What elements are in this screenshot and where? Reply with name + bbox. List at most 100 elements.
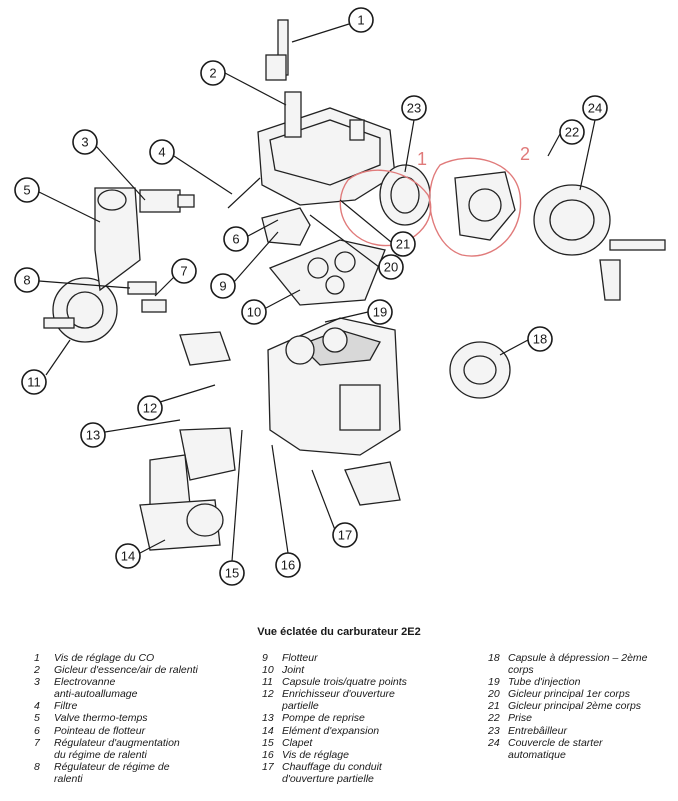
callout-number: 11 [27,375,41,390]
callout-number: 1 [357,13,364,28]
callout-11: 11 [21,369,47,395]
callout-2: 2 [200,60,226,86]
callout-16: 16 [275,552,301,578]
callout-circle [275,552,301,578]
legend-text: Tube d'injection [508,676,581,689]
legend-number: 4 [34,700,40,713]
callout-21: 21 [390,231,416,257]
callout-number: 13 [86,428,100,443]
legend-number: 7 [34,736,40,749]
legend-item: 10 Joint [262,664,467,676]
callout-circle [80,422,106,448]
callout-circle [241,299,267,325]
callout-number: 19 [373,305,387,320]
legend-text: Chauffage du conduit d'ouverture partiel… [282,760,382,785]
callout-19: 19 [367,299,393,325]
callout-number: 18 [533,332,547,347]
callout-9: 9 [210,273,236,299]
callout-number: 17 [338,528,352,543]
handwritten-number: 2 [520,144,530,164]
callout-number: 23 [407,101,421,116]
callout-4: 4 [149,139,175,165]
callout-number: 4 [158,145,165,160]
callout-number: 22 [565,125,579,140]
callout-14: 14 [115,543,141,569]
callout-13: 13 [80,422,106,448]
callout-24: 24 [582,95,608,121]
callout-number: 8 [23,273,30,288]
callout-6: 6 [223,226,249,252]
callout-number: 7 [180,264,187,279]
callout-number: 2 [209,66,216,81]
callout-number: 20 [384,260,398,275]
legend-text: Vis de réglage [282,748,349,761]
legend-text: Capsule à dépression – 2ème corps [508,652,648,677]
callout-circle [21,369,47,395]
callout-number: 3 [81,135,88,150]
legend-item: 20 Gicleur principal 1er corps [488,688,673,700]
legend-text: Entrebâilleur [508,724,567,737]
legend-text: Gicleur d'essence/air de ralenti [54,664,198,677]
callout-number: 5 [23,183,30,198]
callout-3: 3 [72,129,98,155]
callout-number: 21 [396,237,410,252]
legend-text: Flotteur [282,652,318,664]
callout-circle [348,7,374,33]
legend-number: 6 [34,724,40,737]
callout-5: 5 [14,177,40,203]
callout-circle [171,258,197,284]
legend-number: 10 [262,664,274,677]
callout-number: 14 [121,549,135,564]
legend-number: 13 [262,712,274,725]
callout-23: 23 [401,95,427,121]
callout-circle [137,395,163,421]
legend-number: 19 [488,676,500,689]
callout-circle [559,119,585,145]
callout-17: 17 [332,522,358,548]
legend-text: Vis de réglage du CO [54,652,155,664]
handwritten-number: 1 [417,149,427,169]
callout-circle [14,177,40,203]
callout-number: 9 [219,279,226,294]
legend-number: 14 [262,724,274,737]
legend-text: Capsule trois/quatre points [282,676,407,689]
callout-circle [390,231,416,257]
callout-circle [582,95,608,121]
callout-18: 18 [527,326,553,352]
legend-text: Joint [282,664,305,677]
callout-circle [367,299,393,325]
legend-text: Prise [508,712,532,725]
callout-number: 15 [225,566,239,581]
callout-10: 10 [241,299,267,325]
legend-number: 5 [34,712,40,725]
legend-text: Gicleur principal 1er corps [508,688,630,701]
legend-number: 24 [488,736,500,749]
legend-number: 3 [34,676,40,689]
legend-text: Enrichisseur d'ouverture partielle [282,688,395,713]
callout-7: 7 [171,258,197,284]
legend-text: Electrovanne anti-autoallumage [54,676,138,701]
legend-text: Clapet [282,736,313,749]
legend-number: 20 [488,688,500,701]
callout-circle [115,543,141,569]
legend-number: 11 [262,676,273,689]
callout-1: 1 [348,7,374,33]
callout-8: 8 [14,267,40,293]
